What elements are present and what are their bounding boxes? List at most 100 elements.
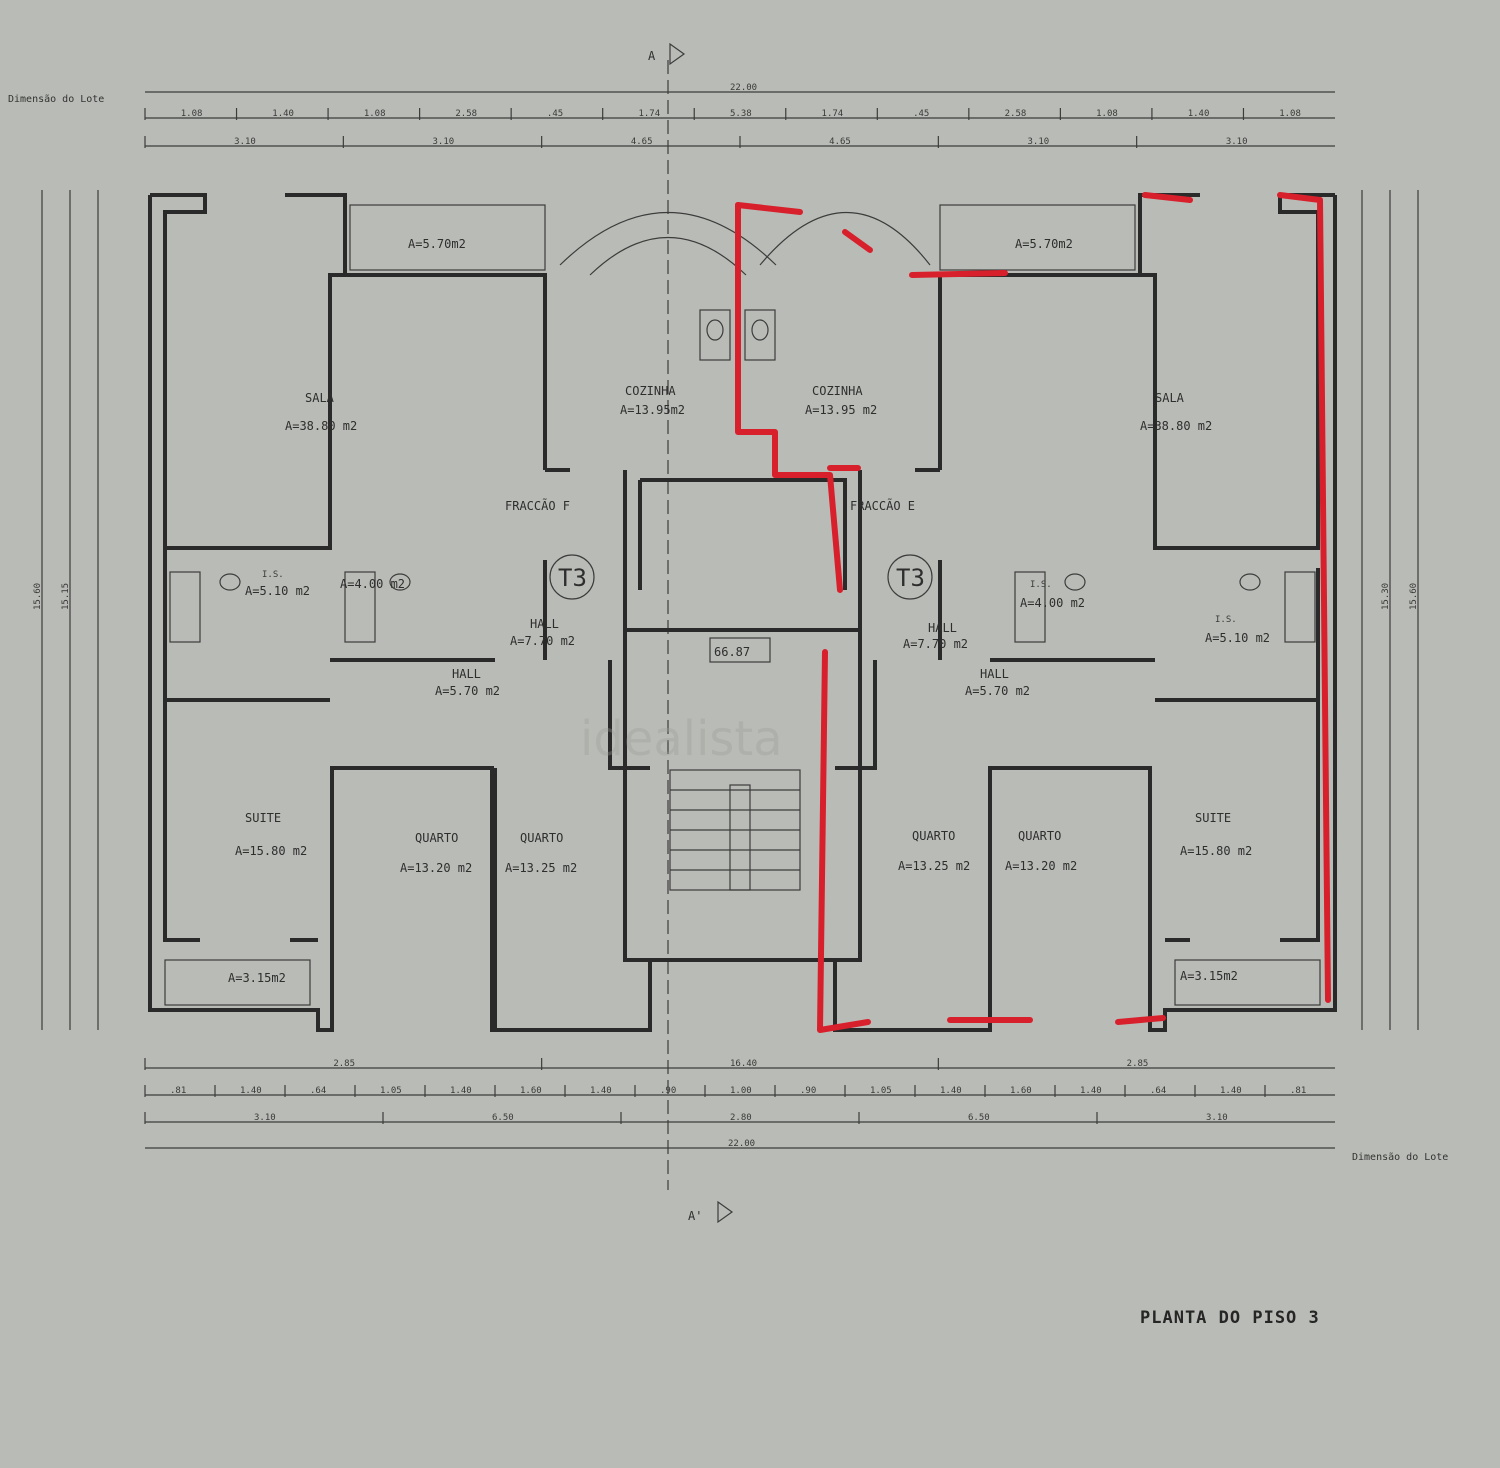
dim-row1-11: 1.40 [1188,109,1210,119]
suite-left-name: SUITE [245,811,281,825]
room-cozinha-left-name: COZINHA [625,384,676,398]
dim-row1-2: 1.08 [364,109,386,119]
terrace-left-area: A=3.15m2 [228,971,286,985]
quarto-r2-area: A=13.20 m2 [1005,859,1077,873]
quarto-l2-area: A=13.25 m2 [505,861,577,875]
dim-rowb3-1: 6.50 [492,1113,514,1123]
dim-row2-0: 3.10 [234,137,256,147]
dim-rowb2-1: 1.40 [240,1086,262,1096]
quarto-l2-name: QUARTO [520,831,563,845]
dim-rowb2-5: 1.60 [520,1086,542,1096]
ws-right2-area: A=5.10 m2 [1205,631,1270,645]
type-left-circle [549,554,595,600]
fixtures [164,204,1321,1006]
section-marker-top: A [648,49,656,63]
staircase: 66.87 [669,637,801,891]
hall-right1-area: A=7.70 m2 [903,637,968,651]
dim-rowb2-12: 1.60 [1010,1086,1032,1096]
dim-rowb2-15: 1.40 [1220,1086,1242,1096]
plan-title: PLANTA DO PISO 3 [1140,1308,1320,1328]
dim-row2-2: 4.65 [631,137,653,147]
dim-rowb3-2: 2.80 [730,1113,752,1123]
building-walls [148,193,1337,1032]
balcony-arch-right [759,211,931,266]
section-arrow-top-icon [669,42,686,66]
quarto-r2-name: QUARTO [1018,829,1061,843]
dim-rowb1-0: 2.85 [333,1059,355,1069]
dim-row1-6: 5.38 [730,109,752,119]
dim-rowb2-14: .64 [1150,1086,1166,1096]
dim-rowb2-6: 1.40 [590,1086,612,1096]
ws-right-area: A=4.00 m2 [1020,596,1085,610]
dim-rowb2-4: 1.40 [450,1086,472,1096]
dim-row1-4: .45 [547,109,563,119]
stair-area: 66.87 [714,645,750,659]
dim-row2-1: 3.10 [433,137,455,147]
dim-total-bottom: 22.00 [728,1139,755,1149]
dim-row2-4: 3.10 [1028,137,1050,147]
dim-right-1: 15.30 [1381,583,1391,610]
dim-rowb2-3: 1.05 [380,1086,402,1096]
room-sala-left-area: A=38.80 m2 [285,419,357,433]
bottom-dimensions: 22.00 2.85 16.40 2.85 .81 1.40 .64 1.05 1.40 1.… [144,1058,1335,1149]
dim-row2-5: 3.10 [1226,137,1248,147]
type-left: T3 [558,564,587,592]
dim-row1-12: 1.08 [1279,109,1301,119]
dim-row1-9: 2.58 [1005,109,1027,119]
type-right-circle [887,554,933,600]
room-cozinha-right-area: A=13.95 m2 [805,403,877,417]
dim-rowb2-0: .81 [170,1086,186,1096]
ws-left-area: A=5.10 m2 [245,584,310,598]
ws-left2-area: A=4.00 m2 [340,577,405,591]
quarto-l1-area: A=13.20 m2 [400,861,472,875]
hall-left1-area: A=7.70 m2 [510,634,575,648]
suite-right-name: SUITE [1195,811,1231,825]
balcony-arch-left [559,212,777,266]
dim-rowb1-2: 2.85 [1127,1059,1149,1069]
section-arrow-bottom-icon [717,1200,734,1224]
hall-left1-name: HALL [530,617,559,631]
room-sala-right-name: SALA [1155,391,1185,405]
ws-right-name: I.S. [1030,580,1052,590]
quarto-r1-name: QUARTO [912,829,955,843]
dim-rowb2-2: .64 [310,1086,326,1096]
room-cozinha-right-name: COZINHA [812,384,863,398]
dim-row1-10: 1.08 [1096,109,1118,119]
lot-dimension-label-left: Dimensão do Lote [8,94,105,105]
room-labels: SALA A=38.80 m2 SALA A=38.80 m2 COZINHA … [228,237,1270,985]
balcony-right-area: A=5.70m2 [1015,237,1073,251]
dim-left-2: 15.15 [61,583,71,610]
watermark-logo: idealista [580,711,783,767]
dim-rowb2-13: 1.40 [1080,1086,1102,1096]
dim-row1-3: 2.58 [455,109,477,119]
dim-rowb3-0: 3.10 [254,1113,276,1123]
quarto-l1-name: QUARTO [415,831,458,845]
dim-row1-7: 1.74 [822,109,844,119]
dim-row1-0: 1.08 [181,109,203,119]
dim-rowb2-11: 1.40 [940,1086,962,1096]
section-marker-bottom: A' [688,1209,702,1223]
fraccao-left: FRACCÃO F [505,498,570,513]
dim-right-2: 15.60 [1409,583,1419,610]
dim-rowb2-10: 1.05 [870,1086,892,1096]
room-sala-left-name: SALA [305,391,335,405]
dim-row1-1: 1.40 [272,109,294,119]
dim-row1-8: .45 [913,109,929,119]
type-right: T3 [896,564,925,592]
hall-right2-area: A=5.70 m2 [965,684,1030,698]
suite-right-area: A=15.80 m2 [1180,844,1252,858]
red-highlight-marks [735,192,1331,1033]
quarto-r1-area: A=13.25 m2 [898,859,970,873]
dim-rowb2-7: .90 [660,1086,676,1096]
dim-row2-3: 4.65 [829,137,851,147]
dim-rowb2-16: .81 [1290,1086,1306,1096]
dim-rowb1-1: 16.40 [730,1059,757,1069]
hall-right2-name: HALL [980,667,1009,681]
ws-right2-name: I.S. [1215,615,1237,625]
fraccao-right: FRACCÃO E [850,498,915,513]
balcony-arch-left-inner [589,237,747,276]
dim-rowb2-9: .90 [800,1086,816,1096]
hall-right1-name: HALL [928,621,957,635]
